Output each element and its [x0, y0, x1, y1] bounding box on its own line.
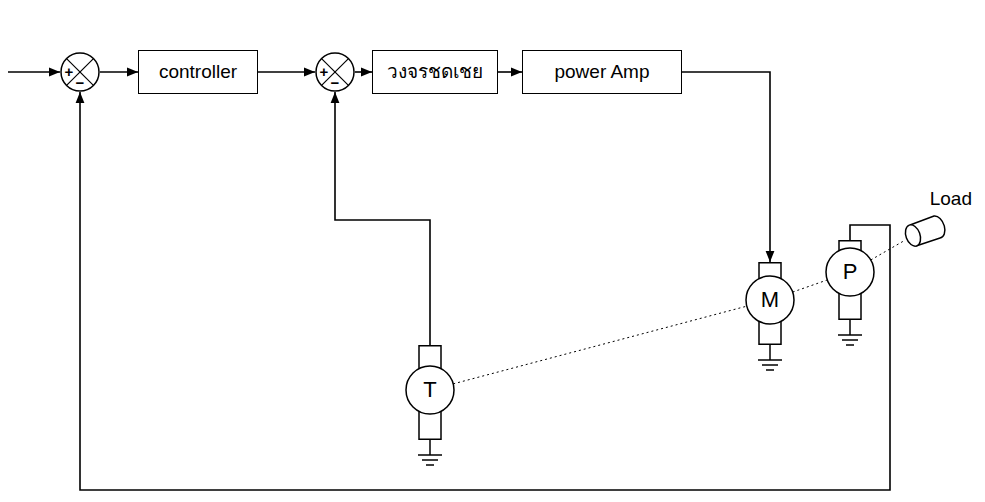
ground-symbol — [838, 320, 862, 345]
sign-label: + — [319, 64, 329, 80]
device-label: T — [405, 377, 455, 403]
device-label: P — [825, 259, 875, 285]
signal-line — [100, 71, 138, 73]
signal-line — [335, 92, 430, 345]
mechanical-link — [793, 280, 828, 292]
summing-junction: +− — [60, 52, 100, 92]
power-amp-box: power Amp — [522, 50, 682, 94]
mechanical-link — [453, 306, 747, 384]
sign-label: − — [330, 75, 340, 91]
signal-line — [355, 71, 372, 73]
device-label: Load — [900, 188, 972, 210]
motor: M — [745, 262, 795, 345]
potentiometer: P — [825, 240, 875, 320]
tachometer: T — [405, 345, 455, 440]
ground-symbol — [758, 345, 782, 370]
device-label: M — [745, 287, 795, 313]
signal-line — [682, 72, 770, 262]
block-label: power Amp — [554, 60, 649, 84]
ground-symbol — [418, 440, 442, 465]
sign-label: − — [75, 75, 85, 91]
signal-line — [80, 92, 890, 490]
mechanical-link — [871, 241, 904, 260]
signal-line — [258, 71, 315, 73]
compensator-box: วงจรชดเชย — [372, 50, 498, 94]
summing-junction: +− — [315, 52, 355, 92]
signal-line — [498, 71, 522, 73]
controller-box: controller — [138, 50, 258, 94]
block-label: controller — [159, 60, 237, 84]
load: Load — [900, 188, 972, 254]
sign-label: + — [64, 64, 74, 80]
input-arrow — [8, 71, 60, 73]
block-label: วงจรชดเชย — [387, 60, 483, 84]
